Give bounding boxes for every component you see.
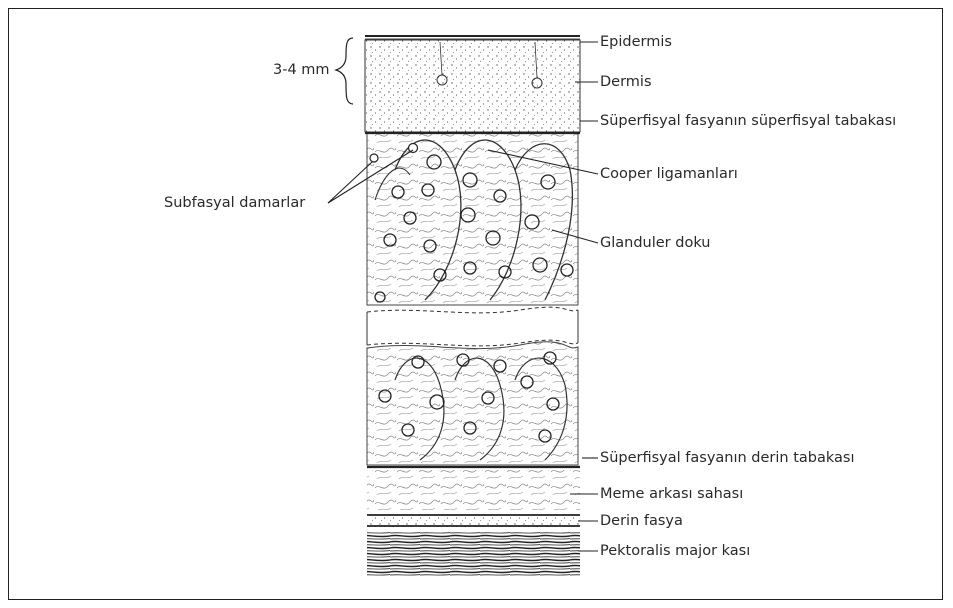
glandular-tissue-lower (367, 342, 578, 465)
label-dermis: Dermis (600, 75, 652, 90)
thickness-brace (336, 38, 353, 104)
dermis-layer (365, 40, 580, 132)
label-retromammary-space: Meme arkası sahası (600, 487, 743, 502)
label-pectoralis-major: Pektoralis major kası (600, 544, 750, 559)
glandular-tissue-upper (367, 134, 578, 305)
pectoralis-major (367, 532, 580, 576)
label-deep-layer: Süperfisyal fasyanın derin tabakası (600, 451, 855, 466)
label-cooper-ligaments: Cooper ligamanları (600, 167, 738, 182)
label-superficial-layer: Süperfisyal fasyanın süperfisyal tabakas… (600, 114, 896, 129)
retromammary-space (367, 470, 580, 510)
scale-note: 3-4 mm (273, 63, 330, 78)
label-glandular-tissue: Glanduler doku (600, 236, 710, 251)
label-subfascial-vessels: Subfasyal damarlar (164, 196, 305, 211)
section-break (367, 307, 578, 346)
label-deep-fascia: Derin fasya (600, 514, 683, 529)
label-epidermis: Epidermis (600, 35, 672, 50)
epidermis-layer (365, 36, 580, 39)
deep-fascia (367, 513, 580, 527)
